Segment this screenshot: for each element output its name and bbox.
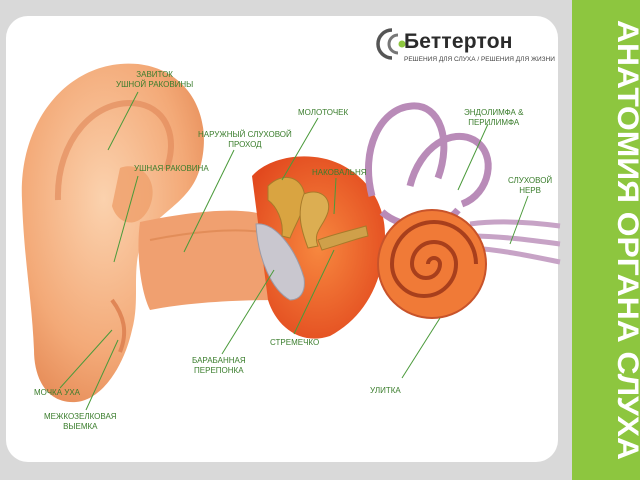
label-pinna: УШНАЯ РАКОВИНА xyxy=(134,164,209,174)
label-helix: ЗАВИТОК УШНОЙ РАКОВИНЫ xyxy=(116,70,193,90)
brand-slogan: РЕШЕНИЯ ДЛЯ СЛУХА / РЕШЕНИЯ ДЛЯ ЖИЗНИ xyxy=(404,56,555,63)
label-incus-line1: НАКОВАЛЬНЯ xyxy=(312,168,367,177)
label-cochlea: УЛИТКА xyxy=(370,386,401,396)
side-title-svg: АНАТОМИЯ ОРГАНА СЛУХА xyxy=(611,20,640,460)
label-eardrum-line1: БАРАБАННАЯ xyxy=(192,356,246,365)
ear-canal-shape xyxy=(138,210,278,310)
leader-lines xyxy=(59,91,529,411)
label-lobe: МОЧКА УХА xyxy=(34,388,80,398)
eardrum-shape xyxy=(255,223,305,301)
label-stapes: СТРЕМЕЧКО xyxy=(270,338,319,348)
label-notch-line1: МЕЖКОЗЕЛКОВАЯ xyxy=(44,412,117,421)
label-pinna-line1: УШНАЯ РАКОВИНА xyxy=(134,164,209,173)
label-lobe-line1: МОЧКА УХА xyxy=(34,388,81,397)
label-eardrum-line2: ПЕРЕПОНКА xyxy=(194,366,244,375)
label-eardrum: БАРАБАННАЯ ПЕРЕПОНКА xyxy=(192,356,246,376)
label-ear-canal: НАРУЖНЫЙ СЛУХОВОЙ ПРОХОД xyxy=(198,130,292,150)
label-ear-canal-line1: НАРУЖНЫЙ СЛУХОВОЙ xyxy=(198,130,292,139)
cochlea-shape xyxy=(377,209,487,319)
label-nerve-line2: НЕРВ xyxy=(519,186,541,195)
side-title: АНАТОМИЯ ОРГАНА СЛУХА xyxy=(611,20,640,460)
label-cochlea-line1: УЛИТКА xyxy=(370,386,401,395)
side-banner: АНАТОМИЯ ОРГАНА СЛУХА xyxy=(572,0,640,480)
pinna-shape xyxy=(21,63,204,403)
label-helix-line2: УШНОЙ РАКОВИНЫ xyxy=(116,80,194,89)
label-endolymph-line2: ПЕРИЛИМФА xyxy=(468,118,520,127)
label-notch-line2: ВЫЕМКА xyxy=(63,422,98,431)
label-nerve-line1: СЛУХОВОЙ xyxy=(508,176,553,185)
label-endolymph-line1: ЭНДОЛИМФА & xyxy=(464,108,524,117)
ossicles-shape xyxy=(267,177,369,251)
label-malleus-line1: МОЛОТОЧЕК xyxy=(298,108,349,117)
label-notch: МЕЖКОЗЕЛКОВАЯ ВЫЕМКА xyxy=(44,412,117,432)
label-malleus: МОЛОТОЧЕК xyxy=(298,108,348,118)
label-helix-line1: ЗАВИТОК xyxy=(136,70,173,79)
label-stapes-line1: СТРЕМЕЧКО xyxy=(270,338,320,347)
label-incus: НАКОВАЛЬНЯ xyxy=(312,168,367,178)
label-nerve: СЛУХОВОЙ НЕРВ xyxy=(508,176,552,196)
label-ear-canal-line2: ПРОХОД xyxy=(228,140,262,149)
brand-logo-icon xyxy=(376,28,406,60)
brand-name: Беттертон xyxy=(404,30,513,53)
label-endolymph: ЭНДОЛИМФА & ПЕРИЛИМФА xyxy=(464,108,523,128)
